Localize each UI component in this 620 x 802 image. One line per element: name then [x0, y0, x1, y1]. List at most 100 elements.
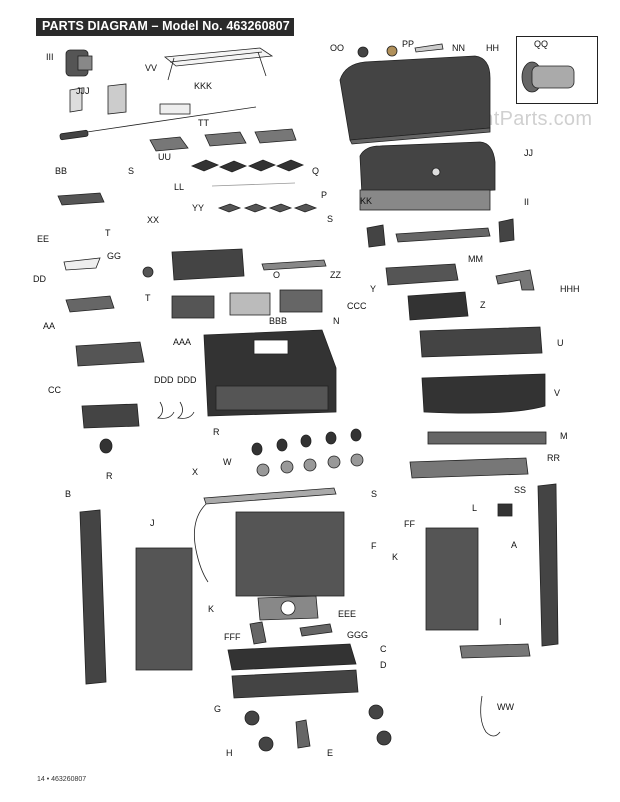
label-II: II [524, 197, 530, 207]
label-K1: K [392, 552, 399, 562]
label-S3: S [371, 489, 378, 499]
part-kk [366, 224, 386, 248]
part-control-panel [419, 326, 543, 358]
label-M: M [560, 431, 568, 441]
label-TT: TT [198, 118, 209, 128]
part-qq-knob [521, 61, 575, 93]
label-X: X [192, 467, 199, 477]
label-Y: Y [370, 284, 377, 294]
part-o [171, 248, 245, 281]
label-T1: T [105, 228, 111, 238]
label-T2: T [145, 293, 151, 303]
part-ii [498, 218, 515, 243]
label-PP: PP [402, 39, 415, 49]
part-jjj-bracket [69, 87, 83, 113]
part-left-door [135, 547, 193, 671]
label-L: L [472, 503, 478, 513]
label-YY: YY [192, 203, 205, 213]
part-spit-rod [59, 103, 257, 141]
part-manifold [203, 487, 337, 505]
part-side-shelf [385, 263, 459, 286]
label-GG: GG [107, 251, 122, 261]
label-C: C [380, 644, 387, 654]
label-G: G [214, 704, 222, 714]
part-heat-tents [190, 159, 305, 173]
label-NN: NN [452, 43, 465, 53]
label-V: V [554, 388, 561, 398]
label-JJJ: JJJ [76, 86, 90, 96]
label-CC: CC [48, 385, 61, 395]
part-aa [75, 341, 145, 367]
label-J: J [150, 518, 155, 528]
part-cc [81, 403, 140, 429]
label-HHH: HHH [560, 284, 580, 294]
label-KK: KK [360, 196, 373, 206]
label-R2: R [106, 471, 113, 481]
label-N: N [333, 316, 340, 326]
label-GGG: GGG [347, 630, 369, 640]
part-bbb [229, 292, 271, 316]
part-nn [414, 43, 444, 53]
label-AAA: AAA [173, 337, 192, 347]
part-side-grate [57, 192, 105, 206]
part-firebox [203, 329, 337, 417]
label-LL: LL [174, 182, 185, 192]
label-EEE: EEE [338, 609, 357, 619]
page-footer: 14 • 463260807 [37, 776, 87, 783]
part-lid-front [359, 141, 496, 211]
label-WW: WW [497, 702, 514, 712]
label-FFF: FFF [224, 632, 241, 642]
part-ccc [279, 289, 323, 313]
label-A: A [511, 540, 518, 550]
part-cooking-grates [149, 128, 297, 152]
label-AA: AA [43, 321, 56, 331]
part-back-panel [235, 511, 345, 597]
label-I: I [499, 617, 502, 627]
part-oo [357, 46, 369, 58]
label-UU: UU [158, 152, 171, 162]
label-HH: HH [486, 43, 499, 53]
part-aaa [171, 295, 215, 319]
label-Q: Q [312, 166, 320, 176]
label-BB: BB [55, 166, 68, 176]
part-m [427, 431, 547, 445]
part-v [421, 373, 546, 414]
part-rotisserie-motor [65, 49, 93, 77]
title-bar [36, 18, 294, 36]
part-lid [339, 55, 491, 145]
label-SS: SS [514, 485, 527, 495]
label-III: III [46, 52, 54, 62]
label-KKK: KKK [194, 81, 213, 91]
label-DDD2: DDD [177, 375, 197, 385]
label-R1: R [213, 427, 220, 437]
part-handle [395, 227, 491, 243]
label-DD: DD [33, 274, 46, 284]
part-b [79, 509, 107, 685]
label-D: D [380, 660, 387, 670]
label-O: O [273, 270, 281, 280]
label-S2: S [327, 214, 334, 224]
part-rr [409, 457, 529, 479]
label-K2: K [208, 604, 215, 614]
label-B: B [65, 489, 72, 499]
label-VV: VV [145, 63, 158, 73]
label-XX: XX [147, 215, 160, 225]
part-c [227, 643, 357, 671]
label-QQ: QQ [534, 39, 549, 49]
label-EE: EE [37, 234, 50, 244]
label-F: F [371, 541, 377, 551]
label-U: U [557, 338, 564, 348]
part-z [407, 291, 469, 321]
label-E: E [327, 748, 334, 758]
label-JJ: JJ [524, 148, 533, 158]
label-FF: FF [404, 519, 415, 529]
label-H: H [226, 748, 233, 758]
label-OO: OO [330, 43, 345, 53]
label-W: W [223, 457, 232, 467]
part-d [231, 669, 359, 699]
label-ZZ: ZZ [330, 270, 341, 280]
label-Z: Z [480, 300, 486, 310]
label-P: P [321, 190, 328, 200]
label-BBB: BBB [269, 316, 288, 326]
